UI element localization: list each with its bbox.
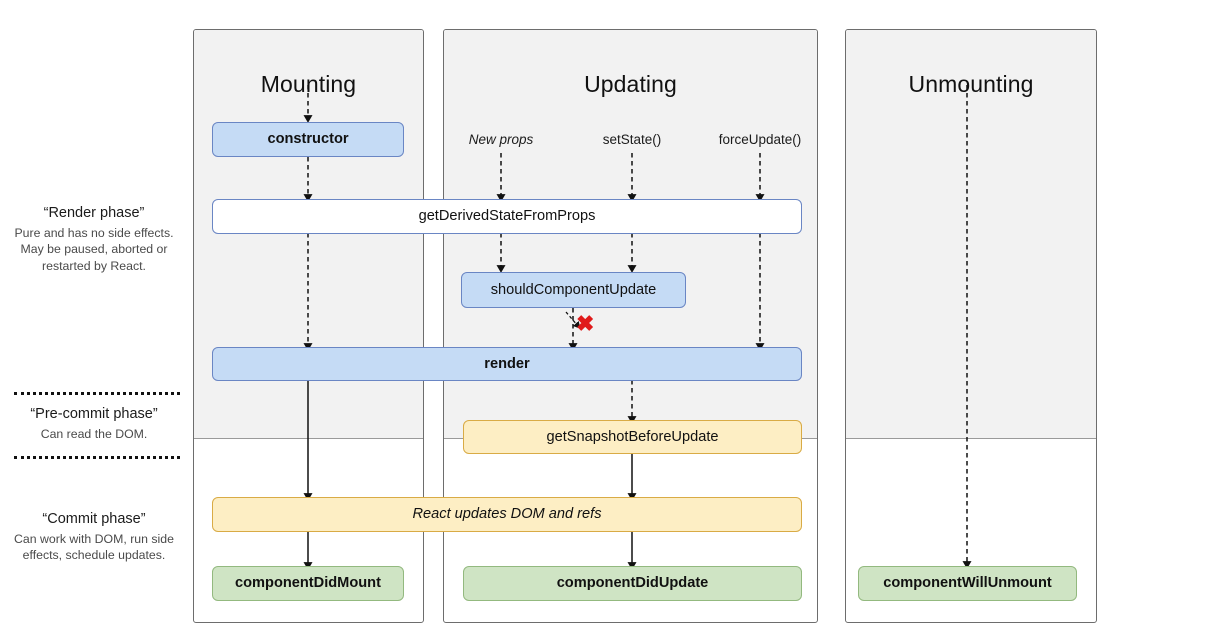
legend-commit-phase-title: “Commit phase” — [42, 511, 146, 527]
column-updating: Updating — [443, 29, 818, 623]
node-constructor[interactable]: constructor — [212, 122, 404, 157]
legend-commit-phase-desc: Can work with DOM, run side effects, sch… — [14, 532, 174, 563]
legend-commit-phase: “Commit phase” Can work with DOM, run si… — [4, 510, 184, 564]
trigger-new-props: New props — [468, 132, 534, 147]
node-should-component-update[interactable]: shouldComponentUpdate — [461, 272, 686, 308]
legend-precommit-phase-desc: Can read the DOM. — [40, 427, 148, 442]
column-unmounting-render-region — [846, 30, 1096, 439]
column-mounting: Mounting — [193, 29, 424, 623]
node-render[interactable]: render — [212, 347, 802, 381]
node-get-snapshot-before-update[interactable]: getSnapshotBeforeUpdate — [463, 420, 802, 454]
skip-render-x-icon: ✖ — [576, 311, 595, 336]
node-component-did-mount[interactable]: componentDidMount — [212, 566, 404, 601]
column-unmounting-title: Unmounting — [908, 71, 1034, 97]
divider-render-precommit — [14, 392, 180, 395]
divider-precommit-commit — [14, 456, 180, 459]
legend-precommit-phase-title: “Pre-commit phase” — [30, 406, 158, 422]
legend-render-phase: “Render phase” Pure and has no side effe… — [4, 204, 184, 274]
node-get-derived-state-from-props[interactable]: getDerivedStateFromProps — [212, 199, 802, 234]
legend-render-phase-desc: Pure and has no side effects. May be pau… — [14, 226, 174, 273]
column-updating-title: Updating — [584, 71, 677, 97]
column-unmounting: Unmounting — [845, 29, 1097, 623]
legend-precommit-phase: “Pre-commit phase” Can read the DOM. — [4, 405, 184, 442]
legend-render-phase-title: “Render phase” — [43, 205, 145, 221]
node-component-will-unmount[interactable]: componentWillUnmount — [858, 566, 1077, 601]
node-react-updates-dom-and-refs[interactable]: React updates DOM and refs — [212, 497, 802, 532]
trigger-force-update: forceUpdate() — [718, 132, 802, 147]
column-mounting-title: Mounting — [260, 71, 357, 97]
node-component-did-update[interactable]: componentDidUpdate — [463, 566, 802, 601]
trigger-set-state: setState() — [602, 132, 662, 147]
